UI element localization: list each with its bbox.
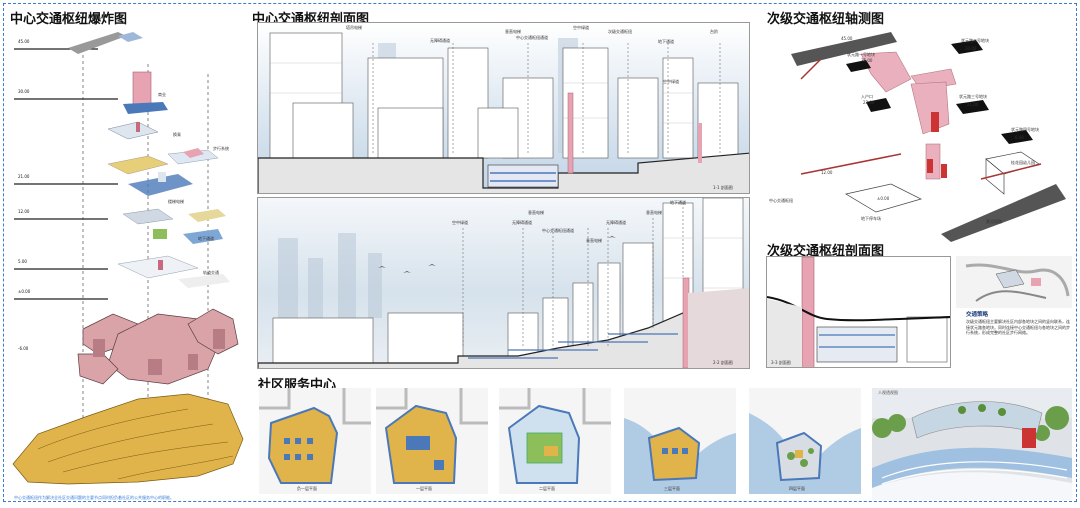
render-caption: 人视透视图 xyxy=(878,390,898,395)
axon-label: 状元路一号地块 xyxy=(847,52,875,57)
section-label: 无障碍通道 xyxy=(512,220,532,225)
plan-svg xyxy=(376,388,488,494)
section-1-1: 塔吊电梯 无障碍通道 垂直电梯 中心交通枢纽通道 空中绿道 次级交通枢纽 地下通… xyxy=(257,22,750,194)
section-label: 中心交通枢纽通道 xyxy=(516,35,548,40)
site-map-inset xyxy=(956,256,1072,308)
plan-caption: 负一层平面 xyxy=(297,486,317,491)
traffic-strategy: 交通策略 次级交通枢纽主要解决社区内部各地块之间的竖向联系，连接状元路各地块，同… xyxy=(966,310,1072,368)
axon-level: 23.00 xyxy=(863,100,875,105)
section-2-svg xyxy=(258,198,749,368)
section-label: 垂直电梯 xyxy=(586,238,602,243)
axon-diagram: 状元路一号地块 状元路二号地块 状元路三号地块 状元路四号地块 入户口 中心交通… xyxy=(761,24,1073,242)
floor-plan-2f: 二层平面 xyxy=(499,388,611,494)
section-label: 垂直电梯 xyxy=(528,210,544,215)
level-label: ±0.00 xyxy=(18,289,31,294)
axon-level: 6.00 xyxy=(1015,135,1024,140)
section-label: 无障碍通道 xyxy=(430,38,450,43)
plan-caption: 一层平面 xyxy=(416,486,432,491)
plan-caption: 三层平面 xyxy=(664,486,680,491)
level-label: 30.00 xyxy=(18,89,30,94)
component-label: 轨道交通 xyxy=(203,270,219,275)
component-label: 楼梯电梯 xyxy=(168,199,184,204)
section-label: 地下通道 xyxy=(658,39,674,44)
plan-caption: 四层平面 xyxy=(789,486,805,491)
explosion-svg xyxy=(12,32,244,485)
axon-label: 状元路三号地块 xyxy=(959,94,987,99)
plan-svg xyxy=(749,388,861,494)
component-label: 商业 xyxy=(158,92,166,97)
component-label: 换乘 xyxy=(173,132,181,137)
axon-label: 状元路四号地块 xyxy=(1011,127,1039,132)
section-label: 次级交通枢纽 xyxy=(608,29,632,34)
section-label: 空中绿道 xyxy=(452,220,468,225)
axon-label: 入户口 xyxy=(861,94,873,99)
section-label: 台阶 xyxy=(710,29,718,34)
strategy-text: 次级交通枢纽主要解决社区内部各地块之间的竖向联系，连接状元路各地块，同时连接中心… xyxy=(966,319,1070,335)
plan-svg xyxy=(259,388,371,494)
axon-label: 桂花园幼儿园 xyxy=(1011,160,1035,165)
floor-plan-4f: 四层平面 xyxy=(749,388,861,494)
axon-title: 次级交通枢纽轴测图 xyxy=(767,12,885,27)
section-label: 塔吊电梯 xyxy=(346,25,362,30)
level-label: 12.00 xyxy=(18,209,30,214)
floor-plan-3f: 三层平面 xyxy=(624,388,736,494)
presentation-board: 中心交通枢纽爆炸图 xyxy=(3,3,1077,502)
level-label: 45.00 xyxy=(18,39,30,44)
section-label: 垂直电梯 xyxy=(646,210,662,215)
section-label: 垂直电梯 xyxy=(505,29,521,34)
section-3-svg xyxy=(767,257,950,367)
axon-level: 35.00 xyxy=(861,58,873,63)
section-caption: 3-3 剖面图 xyxy=(771,360,791,365)
level-label: 21.00 xyxy=(18,174,30,179)
explosion-footnote: 中心交通枢纽作为解决全社区交通问题的主要节点同时担负着社区的公共服务中心的职能。 xyxy=(14,495,174,500)
axon-svg xyxy=(791,32,1066,242)
section-caption: 2-2 剖面图 xyxy=(713,360,733,365)
section-1-svg xyxy=(258,32,749,193)
component-label: 地下通道 xyxy=(198,236,214,241)
axon-label: 地下停车场 xyxy=(861,216,881,221)
floor-plan-1f: 一层平面 xyxy=(376,388,488,494)
section-label: 无障碍通道 xyxy=(606,220,626,225)
render-svg xyxy=(872,388,1072,500)
plan-svg xyxy=(624,388,736,494)
section-2-2: 地下通道 垂直电梯 空中绿道 无障碍通道 中心交通枢纽通道 无障碍通道 垂直电梯… xyxy=(257,197,750,369)
axon-level: ±0.00 xyxy=(877,196,890,201)
component-label: 步行系统 xyxy=(213,146,229,151)
strategy-title: 交通策略 xyxy=(966,312,989,318)
section-label: 中心交通枢纽通道 xyxy=(542,228,574,233)
axon-level: 30.00 xyxy=(965,46,977,51)
axon-label: 黄泥磅路 xyxy=(986,219,1002,224)
section-label: 空中绿道 xyxy=(573,25,589,30)
plan-svg xyxy=(499,388,611,494)
explosion-title: 中心交通枢纽爆炸图 xyxy=(10,12,128,27)
level-label: 5.00 xyxy=(18,259,27,264)
axon-level: 12.00 xyxy=(821,170,833,175)
level-label: -6.00 xyxy=(18,346,29,351)
section-label: 地下通道 xyxy=(670,200,686,205)
plan-caption: 二层平面 xyxy=(539,486,555,491)
axon-label: 状元路二号地块 xyxy=(961,38,989,43)
axon-level: 21.00 xyxy=(967,102,979,107)
section-caption: 1-1 剖面图 xyxy=(713,185,733,190)
perspective-render: 人视透视图 xyxy=(872,388,1072,500)
axon-level: 45.00 xyxy=(841,36,853,41)
explosion-diagram: 45.00 30.00 21.00 12.00 5.00 ±0.00 -6.00… xyxy=(8,24,248,501)
section-3-3: 3-3 剖面图 xyxy=(766,256,951,368)
floor-plan-b1: 负一层平面 xyxy=(259,388,371,494)
section-secondary-title: 次级交通枢纽剖面图 xyxy=(767,244,885,259)
section-label: 空中绿道 xyxy=(663,79,679,84)
site-map-svg xyxy=(956,256,1072,308)
axon-label: 中心交通枢纽 xyxy=(769,198,793,203)
